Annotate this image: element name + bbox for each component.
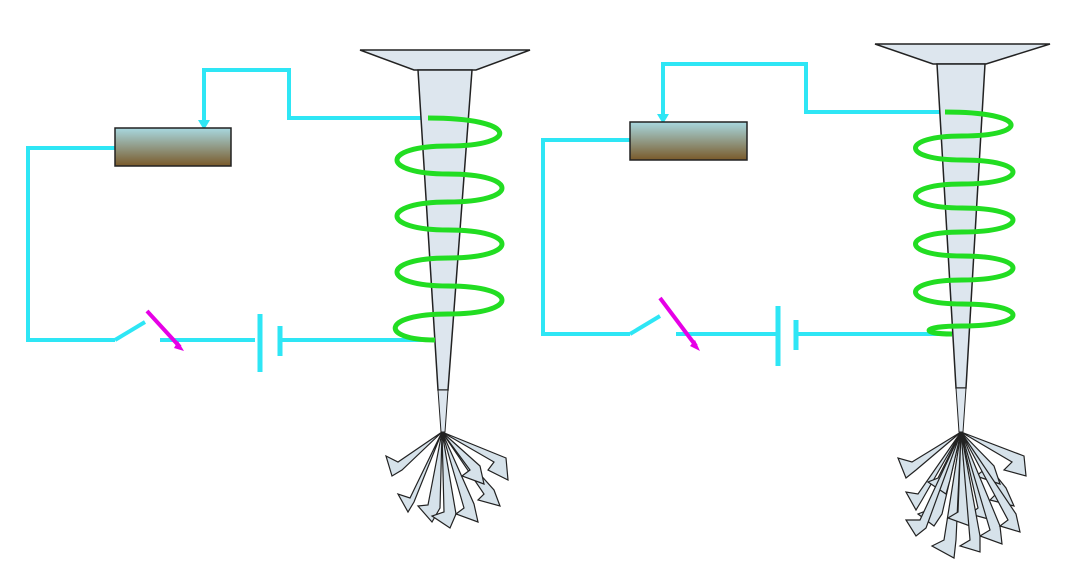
rheostat-box (114, 127, 232, 167)
coil (392, 115, 505, 343)
coil (913, 109, 1016, 337)
circuit-wire (541, 62, 952, 336)
circuit-wire (26, 68, 435, 342)
switch-lever (658, 296, 698, 348)
battery (257, 314, 283, 372)
switch (628, 296, 700, 351)
switch (113, 309, 184, 351)
switch-lever (145, 309, 182, 349)
arrow-head (657, 114, 669, 124)
right-apparatus (541, 43, 1051, 559)
nails-cluster (896, 431, 1027, 559)
iron-core (874, 43, 1051, 433)
arrow-head (198, 120, 210, 130)
battery (775, 306, 799, 366)
iron-core (359, 49, 531, 433)
left-apparatus (26, 49, 531, 529)
nails-cluster (385, 431, 509, 529)
rheostat-box (629, 121, 748, 161)
